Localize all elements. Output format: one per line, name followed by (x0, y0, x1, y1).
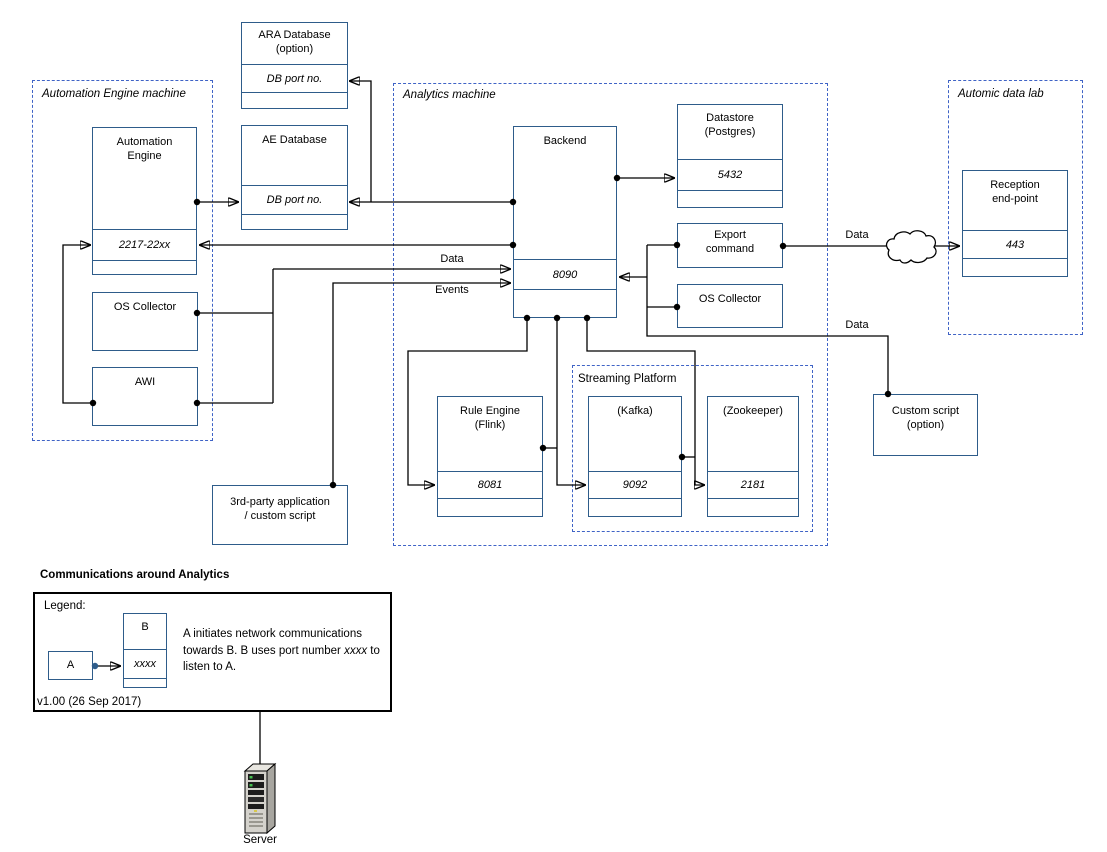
node-third-party-application: 3rd-party application / custom script (212, 485, 348, 545)
node-os-collector-ae: OS Collector (92, 292, 198, 351)
node-title: Reception end-point (990, 179, 1040, 206)
node-title: B (141, 621, 149, 633)
node-port: 2217-22xx (93, 229, 196, 261)
node-port: xxxx (124, 649, 166, 679)
node-ae-database: AE Database DB port no. (241, 125, 348, 230)
container-label-automation-engine-machine: Automation Engine machine (42, 88, 186, 100)
node-port: 8090 (514, 259, 616, 290)
edge-label-events: Events (435, 284, 469, 296)
node-foot (589, 499, 681, 516)
node-title: Rule Engine (Flink) (460, 405, 520, 432)
node-automation-engine: Automation Engine 2217-22xx (92, 127, 197, 275)
node-port: 2181 (708, 471, 798, 499)
node-port: DB port no. (242, 185, 347, 215)
node-ara-database: ARA Database (option) DB port no. (241, 22, 348, 109)
node-foot (514, 290, 616, 317)
node-title: Automation Engine (116, 136, 173, 163)
edge-label-data-export: Data (845, 229, 869, 241)
node-port: DB port no. (242, 64, 347, 93)
node-title: (Zookeeper) (723, 405, 783, 417)
legend-description: A initiates network communications towar… (183, 626, 405, 676)
container-automic-data-lab (948, 80, 1083, 335)
edge-backend-to-ara-database (350, 81, 372, 202)
edge-label-data-ae-backend: Data (440, 253, 464, 265)
node-title: AE Database (262, 134, 327, 146)
node-foot (963, 259, 1067, 276)
container-label-streaming-platform: Streaming Platform (578, 373, 677, 385)
legend-version: v1.00 (26 Sep 2017) (37, 696, 142, 708)
legend-node-a: A (48, 651, 93, 680)
node-datastore: Datastore (Postgres) 5432 (677, 104, 783, 208)
node-foot (93, 261, 196, 274)
node-rule-engine: Rule Engine (Flink) 8081 (437, 396, 543, 517)
container-automation-engine-machine (32, 80, 213, 441)
node-port: 5432 (678, 159, 782, 191)
edge-label-data-custom-script: Data (845, 319, 869, 331)
node-reception-end-point: Reception end-point 443 (962, 170, 1068, 277)
node-foot (678, 191, 782, 207)
legend-description-port: xxxx (344, 644, 368, 657)
server-label: Server (243, 834, 277, 846)
node-os-collector-analytics: OS Collector (677, 284, 783, 328)
node-port: 9092 (589, 471, 681, 499)
container-label-analytics-machine: Analytics machine (403, 89, 496, 101)
node-port: 443 (963, 230, 1067, 259)
legend-description-text: to listen to A. (183, 644, 380, 674)
node-foot (242, 215, 347, 229)
node-export-command: Export command (677, 223, 783, 268)
node-foot (242, 93, 347, 108)
node-port: 8081 (438, 471, 542, 499)
node-backend: Backend 8090 (513, 126, 617, 318)
node-zookeeper: (Zookeeper) 2181 (707, 396, 799, 517)
node-title: ARA Database (option) (258, 29, 331, 56)
node-title: Datastore (Postgres) (704, 112, 756, 139)
node-foot (708, 499, 798, 516)
node-custom-script: Custom script (option) (873, 394, 978, 456)
node-kafka: (Kafka) 9092 (588, 396, 682, 517)
container-label-automic-data-lab: Automic data lab (958, 88, 1044, 100)
node-foot (124, 679, 166, 687)
legend-description-text: A initiates network communications towar… (183, 628, 362, 657)
node-foot (438, 499, 542, 516)
diagram-title: Communications around Analytics (40, 569, 230, 581)
legend-label: Legend: (44, 600, 86, 612)
legend-node-b: B xxxx (123, 613, 167, 688)
server-icon (243, 762, 277, 835)
node-awi: AWI (92, 367, 198, 426)
node-title: (Kafka) (617, 405, 653, 417)
node-title: Backend (543, 135, 587, 147)
cloud-icon (885, 230, 937, 264)
